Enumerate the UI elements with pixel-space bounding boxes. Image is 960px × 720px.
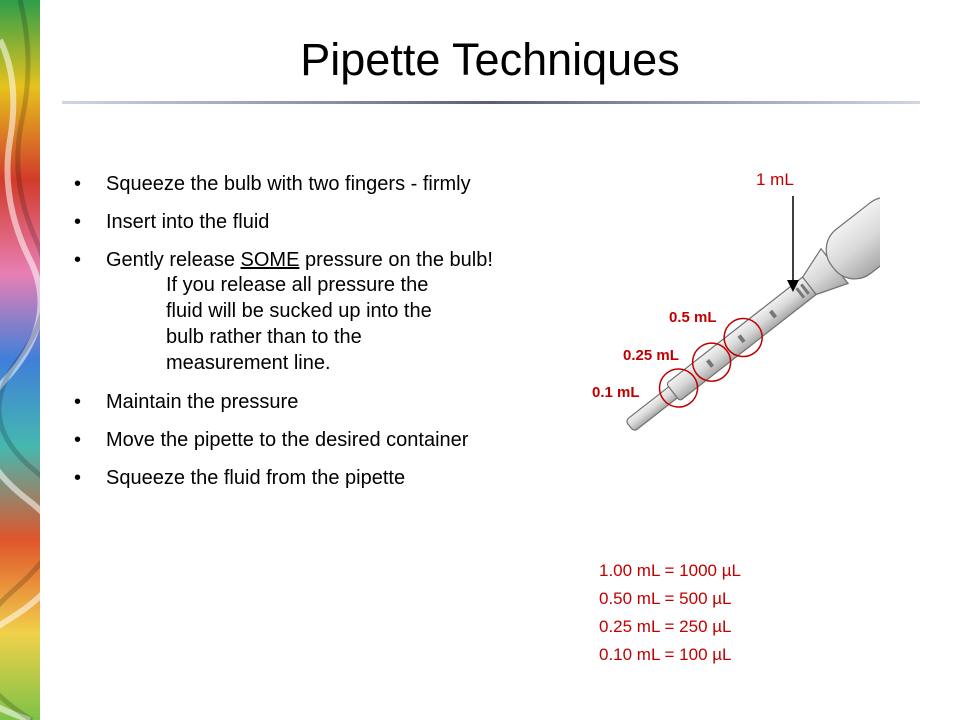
bullet-item: • Maintain the pressure bbox=[74, 390, 634, 414]
decorative-color-strip bbox=[0, 0, 40, 720]
bullet-item: • Squeeze the fluid from the pipette bbox=[74, 466, 634, 490]
bullet-text-tail: pressure on the bulb! bbox=[299, 249, 493, 271]
bullet-dot: • bbox=[74, 429, 82, 451]
label-0-25ml: 0.25 mL bbox=[623, 347, 679, 364]
bullet-subtext-line: fluid will be sucked up into the bbox=[166, 300, 432, 322]
pipette-illustration bbox=[626, 196, 880, 431]
bullet-subtext-line: measurement line. bbox=[166, 352, 331, 374]
bullet-item: • Squeeze the bulb with two fingers - fi… bbox=[74, 172, 634, 196]
bullet-underlined-word: SOME bbox=[240, 249, 300, 271]
bullet-item: • Insert into the fluid bbox=[74, 210, 634, 234]
bullet-text: Insert into the fluid bbox=[106, 211, 270, 233]
bullet-text: Gently release bbox=[106, 249, 241, 271]
label-1ml: 1 mL bbox=[756, 170, 794, 189]
bullet-item: • Move the pipette to the desired contai… bbox=[74, 428, 634, 452]
conversion-row: 0.25 mL = 250 µL bbox=[599, 617, 732, 636]
title-divider bbox=[62, 101, 920, 104]
bullet-dot: • bbox=[74, 391, 82, 413]
bullet-list: • Squeeze the bulb with two fingers - fi… bbox=[74, 172, 634, 490]
label-0-5ml: 0.5 mL bbox=[669, 309, 717, 326]
conversion-row: 1.00 mL = 1000 µL bbox=[599, 561, 741, 580]
bullet-text: Squeeze the fluid from the pipette bbox=[106, 467, 406, 489]
bullet-text: Move the pipette to the desired containe… bbox=[106, 429, 469, 451]
bullet-dot: • bbox=[74, 467, 82, 489]
bullet-dot: • bbox=[74, 211, 82, 233]
conversion-row: 0.10 mL = 100 µL bbox=[599, 645, 732, 664]
label-0-1ml: 0.1 mL bbox=[592, 384, 640, 401]
bullet-dot: • bbox=[74, 249, 82, 271]
conversion-table: 1.00 mL = 1000 µL 0.50 mL = 500 µL 0.25 … bbox=[599, 557, 741, 669]
bullet-subtext-line: If you release all pressure the bbox=[166, 274, 429, 296]
bullet-item: • Gently release SOME pressure on the bu… bbox=[74, 248, 634, 376]
bullet-dot: • bbox=[74, 173, 82, 195]
bullet-text: Squeeze the bulb with two fingers - firm… bbox=[106, 173, 471, 195]
bullet-subtext-line: bulb rather than to the bbox=[166, 326, 362, 348]
conversion-row: 0.50 mL = 500 µL bbox=[599, 589, 732, 608]
slide-title: Pipette Techniques bbox=[300, 34, 680, 85]
bullet-text: Maintain the pressure bbox=[106, 391, 299, 413]
